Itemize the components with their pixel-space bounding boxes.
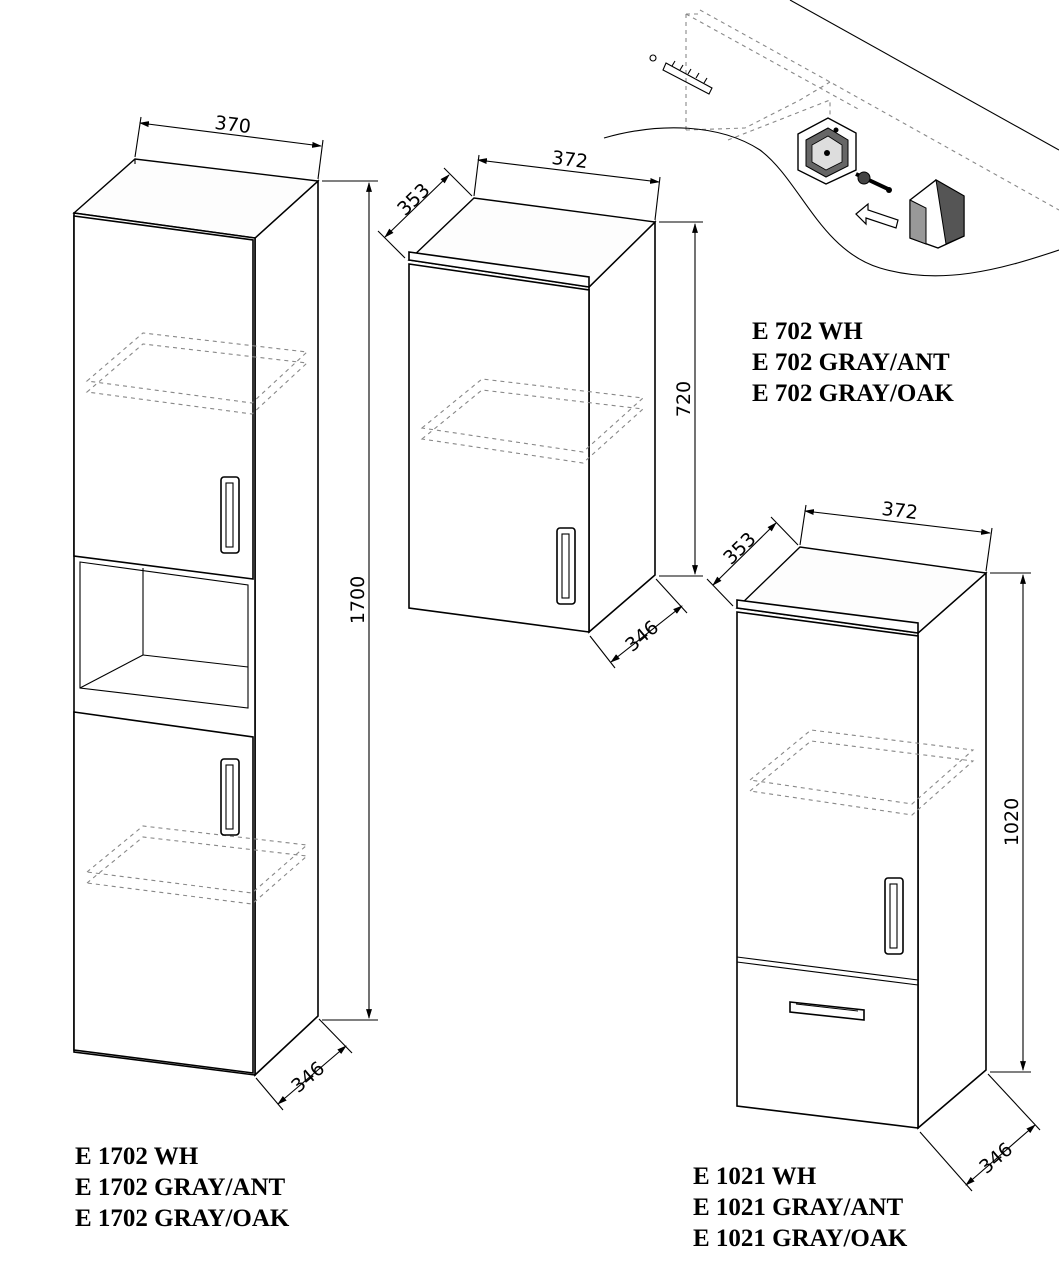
dim-e1702-height bbox=[322, 180, 378, 1021]
cabinet-e1702-lower-door bbox=[73, 711, 254, 1074]
model-name: E 1021 WH bbox=[693, 1163, 817, 1190]
cabinet-e1021-drawer-handle bbox=[789, 1001, 865, 1021]
model-name: E 1702 WH bbox=[75, 1143, 199, 1170]
dim-e1702-width bbox=[134, 116, 324, 180]
cabinet-e1021-body bbox=[736, 611, 919, 1129]
cabinet-e1702-upper-handle bbox=[220, 476, 240, 554]
dim-e702-side bbox=[377, 167, 473, 259]
cabinet-e702-handle bbox=[556, 527, 576, 605]
hanging-bracket-icon bbox=[797, 117, 857, 185]
cabinet-e1702-open-shelf bbox=[79, 561, 249, 709]
dim-label-e702-side: 353 bbox=[393, 179, 434, 220]
cabinet-e1021-side bbox=[917, 571, 987, 1130]
wall-anchor-icon bbox=[649, 54, 713, 95]
dim-label-e1021-width: 372 bbox=[880, 498, 919, 524]
cabinet-e702-side bbox=[588, 220, 656, 634]
model-list-e1702: E 1702 WH E 1702 GRAY/ANT E 1702 GRAY/OA… bbox=[75, 1141, 289, 1234]
dim-e702-depth bbox=[589, 578, 688, 669]
dim-label-e702-depth: 346 bbox=[621, 616, 663, 656]
dim-e1021-side bbox=[706, 516, 799, 607]
dim-label-e1021-height: 1020 bbox=[1001, 798, 1023, 846]
dim-e702-width bbox=[473, 154, 661, 221]
cabinet-e1021-door-split bbox=[736, 956, 919, 981]
wall-plate-icon bbox=[909, 179, 965, 249]
dim-e1021-height bbox=[990, 572, 1031, 1073]
cabinet-e1021 bbox=[706, 504, 1041, 1192]
cabinet-e1702 bbox=[72, 116, 378, 1111]
dim-label-e1021-side: 353 bbox=[719, 528, 760, 569]
model-name: E 702 GRAY/ANT bbox=[752, 349, 950, 376]
cabinet-e1702-side bbox=[254, 179, 319, 1077]
model-name: E 1021 GRAY/OAK bbox=[693, 1225, 908, 1252]
model-name: E 1702 GRAY/ANT bbox=[75, 1174, 286, 1201]
model-list-e702: E 702 WH E 702 GRAY/ANT E 702 GRAY/OAK bbox=[752, 316, 954, 409]
cabinet-e1021-door-handle bbox=[884, 877, 904, 955]
cabinet-e1702-lower-handle bbox=[220, 758, 240, 836]
model-name: E 1021 GRAY/ANT bbox=[693, 1194, 904, 1221]
model-name: E 1702 GRAY/OAK bbox=[75, 1205, 290, 1232]
adjusting-screw-icon bbox=[855, 171, 892, 193]
dim-label-e1702-width: 370 bbox=[213, 112, 252, 138]
cabinet-e702 bbox=[377, 154, 703, 669]
cabinet-e702-shelf bbox=[420, 378, 645, 453]
cabinet-e702-door bbox=[408, 263, 590, 633]
model-name: E 702 GRAY/OAK bbox=[752, 380, 954, 407]
dim-label-e1021-depth: 346 bbox=[975, 1138, 1017, 1178]
detail-cut-outline bbox=[603, 127, 1059, 277]
dim-label-e1702-height: 1700 bbox=[347, 576, 369, 624]
dim-e1021-width bbox=[799, 504, 993, 572]
cabinet-e1702-shelf-lower bbox=[85, 825, 309, 894]
cabinet-e1702-upper-door bbox=[73, 215, 254, 580]
cabinet-e1702-shelf-upper bbox=[85, 332, 309, 404]
direction-arrow-icon bbox=[855, 202, 899, 229]
dim-e1702-depth bbox=[255, 1018, 353, 1111]
dim-e702-height bbox=[659, 221, 703, 577]
cabinet-e1021-shelf bbox=[748, 729, 975, 805]
dim-label-e702-width: 372 bbox=[550, 147, 589, 173]
wall-edge-line bbox=[789, 0, 1059, 151]
model-name: E 702 WH bbox=[752, 318, 863, 345]
model-list-e1021: E 1021 WH E 1021 GRAY/ANT E 1021 GRAY/OA… bbox=[693, 1161, 907, 1254]
mounting-detail bbox=[603, 0, 1059, 277]
dim-label-e702-height: 720 bbox=[673, 381, 695, 417]
dim-e1021-depth bbox=[919, 1073, 1041, 1192]
